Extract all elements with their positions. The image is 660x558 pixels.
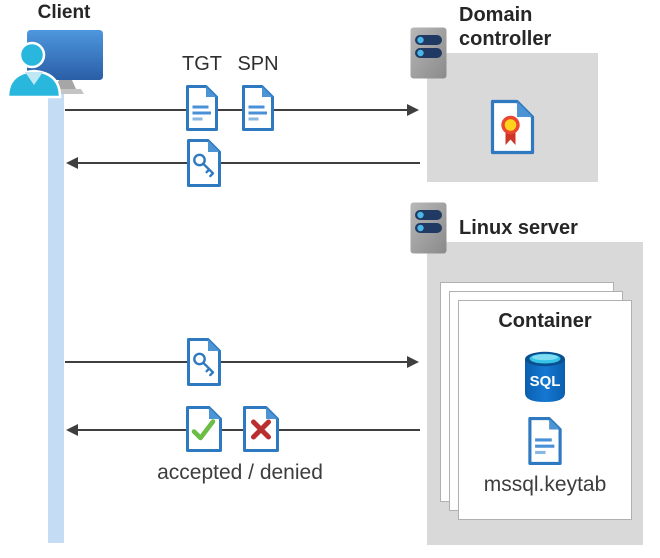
keytab-file-label: mssql.keytab — [483, 473, 607, 496]
certificate-icon — [490, 99, 535, 155]
key-ticket-document-icon — [187, 338, 221, 386]
denied-document-icon — [243, 406, 279, 452]
container-title: Container — [498, 310, 592, 332]
result-label: accepted / denied — [157, 461, 323, 484]
linux-server-icon — [410, 202, 447, 254]
check-icon — [191, 419, 216, 441]
keytab-document-icon — [528, 417, 562, 465]
tgt-document-icon — [186, 85, 218, 131]
dc-server-icon — [410, 27, 447, 79]
arrow-client-to-dc — [65, 104, 419, 116]
sql-database-icon: SQL — [525, 351, 565, 402]
arrow-dc-to-client — [66, 157, 420, 169]
person-icon — [6, 41, 62, 99]
seal — [501, 115, 520, 135]
client-computer-user-icon — [6, 30, 103, 99]
key-ticket-document-icon — [187, 139, 221, 187]
linux-server-title: Linux server — [459, 217, 578, 239]
key-icon — [193, 352, 215, 377]
key-icon — [193, 153, 215, 178]
monitor-icon — [27, 30, 103, 80]
client-title: Client — [37, 2, 91, 23]
spn-document-icon — [242, 85, 274, 131]
tgt-label: TGT — [182, 53, 222, 75]
sql-badge-label: SQL — [530, 373, 561, 390]
arrow-client-to-linux — [65, 356, 419, 368]
client-lifeline — [48, 94, 64, 543]
cross-icon — [251, 419, 271, 440]
accepted-document-icon — [186, 406, 222, 452]
spn-label: SPN — [237, 53, 279, 75]
monitor-stand — [55, 80, 76, 89]
container-card: Container SQL mssql.keytab — [458, 300, 632, 520]
domain-controller-title: Domain controller — [459, 4, 552, 50]
